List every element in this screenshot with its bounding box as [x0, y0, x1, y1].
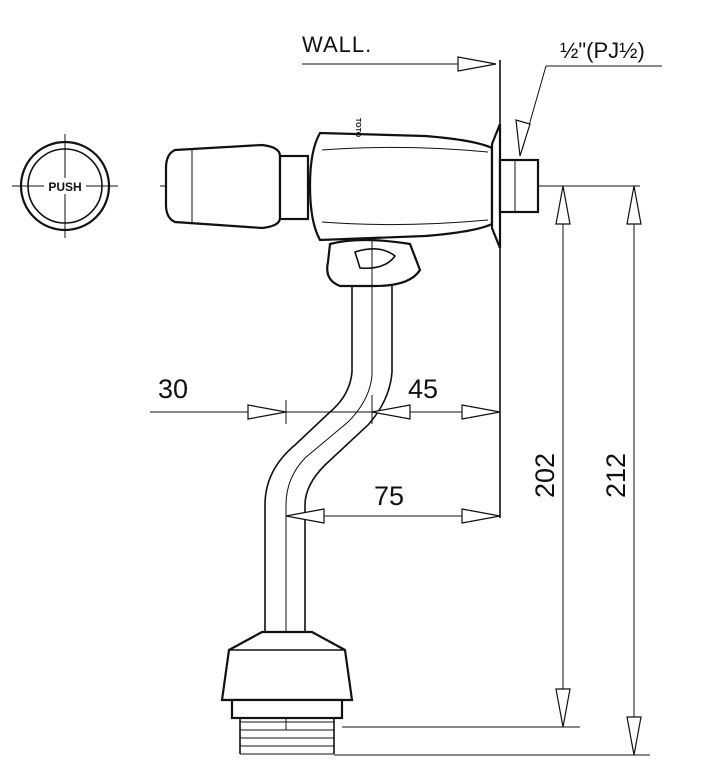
- lower-hub: [326, 238, 422, 288]
- wall-flange: [490, 123, 502, 249]
- dimension-202: 202: [530, 453, 560, 498]
- brand-mark: TOTO: [354, 118, 361, 138]
- thread-size-label: ½"(PJ½): [560, 38, 645, 63]
- outlet-nut: [220, 630, 354, 755]
- push-button-front-view: PUSH: [12, 134, 118, 238]
- flush-valve-body: TOTO: [164, 118, 540, 288]
- push-label: PUSH: [48, 180, 81, 194]
- nut-base: [230, 698, 344, 720]
- dimension-75-line: 75: [285, 481, 501, 524]
- thread-size-callout: ½"(PJ½): [515, 38, 662, 157]
- dimension-212: 212: [601, 453, 631, 498]
- valve-handle: [164, 143, 282, 230]
- dimension-30: 30: [158, 374, 188, 404]
- outlet-pipe: [264, 240, 393, 730]
- dimension-202-line: 202: [342, 185, 640, 728]
- wall-label: WALL.: [302, 32, 372, 57]
- valve-main-body: [308, 131, 494, 242]
- dimension-45: 45: [408, 374, 438, 404]
- threaded-inlet: [498, 158, 540, 214]
- wall-reference: WALL.: [302, 32, 501, 518]
- dimension-30-45: 30 45: [150, 374, 501, 424]
- dimension-75: 75: [374, 481, 404, 511]
- dimension-212-line: 212: [334, 185, 650, 756]
- handle-neck: [278, 154, 310, 221]
